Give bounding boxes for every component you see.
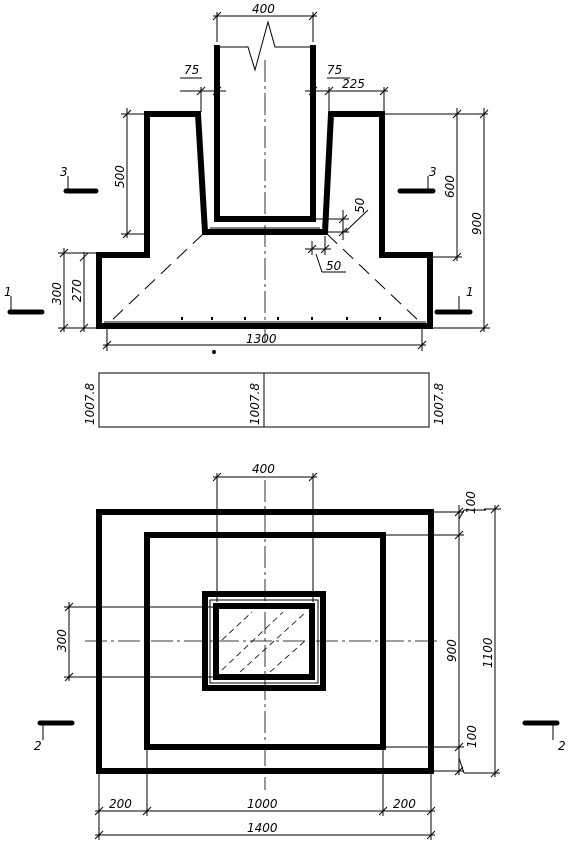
plan-dim-edge-right-label: 200 bbox=[393, 797, 416, 811]
elevation-strip: 1007.8 1007.8 1007.8 bbox=[83, 372, 446, 428]
dim-base-step-label: 300 bbox=[50, 282, 64, 305]
elevation-mark-center: 1007.8 bbox=[248, 383, 262, 425]
dim-column-width: 400 bbox=[212, 2, 318, 42]
cut-3-right-label: 3 bbox=[429, 165, 437, 179]
column-hatching bbox=[221, 611, 307, 673]
cut-marker-2-right: 2 bbox=[522, 720, 566, 753]
dim-base-width: 1300 bbox=[102, 328, 427, 354]
plan-dim-bottom-row: 200 1000 200 bbox=[94, 750, 436, 840]
plan-dim-inner-height-label: 900 bbox=[445, 639, 459, 662]
elevation-mark-right: 1007.8 bbox=[432, 383, 446, 425]
dim-socket-height: 600 bbox=[384, 108, 488, 262]
plan-grout-rect bbox=[209, 599, 319, 684]
dim-socket-depth: 500 bbox=[113, 108, 147, 239]
plan-dim-column-depth-label: 300 bbox=[55, 629, 69, 652]
dim-side-gap-label: 50 bbox=[353, 197, 367, 213]
plan-dim-column-width: 400 bbox=[212, 462, 318, 602]
column-break-line bbox=[217, 20, 313, 72]
cut-2-right-label: 2 bbox=[558, 739, 566, 753]
load-spread-right bbox=[326, 233, 421, 323]
cut-marker-1-right: 1 bbox=[434, 285, 474, 315]
plan-dim-outer-height-label: 1100 bbox=[481, 637, 495, 668]
dim-total-height-label: 900 bbox=[470, 212, 484, 235]
cut-2-left-label: 2 bbox=[34, 739, 42, 753]
plan-dim-column-depth: 300 bbox=[55, 602, 214, 682]
dim-side-gap: 50 bbox=[315, 197, 369, 240]
cut-3-left-label: 3 bbox=[60, 165, 68, 179]
dim-gap-left-label: 75 bbox=[184, 63, 199, 77]
elevation-mark-left: 1007.8 bbox=[83, 383, 97, 425]
dim-bottom-gap: 50 bbox=[305, 236, 346, 273]
cut-1-left-label: 1 bbox=[4, 285, 12, 299]
plan-dim-middle-label: 1000 bbox=[247, 797, 278, 811]
plan-dim-step-bottom-label: 100 bbox=[465, 725, 479, 748]
plan-dim-column-width-label: 400 bbox=[252, 462, 275, 476]
dim-gap-right: 75 225 bbox=[305, 63, 389, 112]
dim-socket-height-label: 600 bbox=[443, 175, 457, 198]
base-ticks bbox=[181, 317, 381, 320]
cut-marker-2-left: 2 bbox=[34, 720, 75, 753]
plan-dim-inner-height: 100 900 100 bbox=[386, 491, 500, 776]
dim-column-width-label: 400 bbox=[252, 2, 275, 16]
plan-dim-outer-height: 1100 bbox=[481, 504, 501, 778]
cut-marker-1-left: 1 bbox=[4, 285, 45, 315]
dim-total-height: 900 bbox=[432, 108, 490, 333]
cut-marker-3-left: 3 bbox=[60, 165, 99, 194]
cut-marker-3-right: 3 bbox=[397, 165, 437, 194]
section-view: 400 75 75 225 bbox=[4, 2, 490, 354]
dim-socket-depth-label: 500 bbox=[113, 165, 127, 188]
plan-dim-outer-width-label: 1400 bbox=[247, 821, 278, 835]
load-spread-left bbox=[109, 233, 204, 323]
plan-view: 400 300 100 900 10 bbox=[34, 462, 566, 840]
dim-gap-right-label: 75 bbox=[327, 63, 342, 77]
plan-dim-outer-width: 1400 bbox=[94, 821, 436, 840]
dim-bottom-gap-label: 50 bbox=[326, 259, 342, 273]
plan-dim-edge-left-label: 200 bbox=[109, 797, 132, 811]
plan-column-rect bbox=[213, 603, 315, 680]
dim-base-width-label: 1300 bbox=[246, 332, 277, 346]
dim-base-step: 300 270 bbox=[50, 248, 99, 333]
cut-1-right-label: 1 bbox=[466, 285, 474, 299]
dim-wall-label: 225 bbox=[342, 77, 365, 91]
dim-gap-left: 75 bbox=[180, 63, 226, 112]
plan-dim-step-top-label: 100 bbox=[464, 491, 478, 514]
dim-base-step-inner-label: 270 bbox=[70, 279, 84, 302]
